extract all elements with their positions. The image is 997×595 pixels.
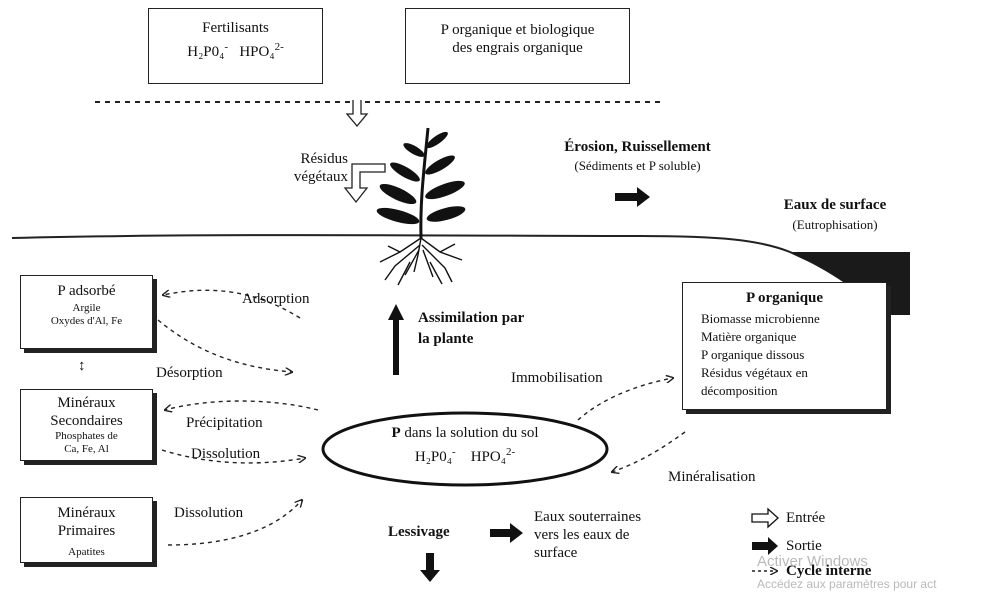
input-arrow-icon [345, 100, 369, 128]
surface-water-label: Eaux de surface (Eutrophisation) [760, 196, 910, 232]
ground-line [11, 234, 821, 267]
dissolution-secondary-label: Dissolution [191, 446, 261, 462]
windows-activation-watermark-title: Activer Windows [757, 553, 868, 570]
immobilisation-arrow [577, 378, 673, 421]
soil-solution-label: P dans la solution du sol H₂P0₄- HPO₄2- [335, 424, 595, 466]
immobilisation-label: Immobilisation [511, 370, 603, 386]
windows-activation-watermark-subtitle: Accédez aux paramètres pour act [757, 577, 937, 591]
p-organic-item: P organique dissous [701, 347, 805, 362]
p-organic-title: P organique [745, 290, 824, 306]
organic-inputs-box: P organique et biologique des engrais or… [405, 8, 630, 84]
assimilation-label: Assimilation par la plante [418, 310, 525, 347]
adsorption-arrow [163, 289, 301, 319]
surface-water-subtitle: (Eutrophisation) [792, 217, 878, 232]
p-organic-item: décomposition [701, 383, 778, 398]
p-adsorbed-title: P adsorbé [57, 283, 116, 299]
legend-sortie-label: Sortie [786, 538, 822, 554]
groundwater-label: Eaux souterraines vers les eaux de surfa… [534, 509, 642, 561]
soil-solution-formulas: H₂P0₄- HPO₄2- [414, 446, 516, 465]
p-adsorbed-box: P adsorbé Argile Oxydes d'Al, Fe [20, 275, 153, 349]
roots-icon [379, 237, 463, 286]
p-organic-item: Résidus végétaux en [701, 365, 808, 380]
dissolution-primary-arrow [167, 500, 302, 546]
p-organic-item: Biomasse microbienne [701, 311, 820, 326]
organic-inputs-line2: des engrais organique [452, 40, 583, 56]
erosion-subtitle: (Sédiments et P soluble) [574, 158, 701, 173]
erosion-label: Érosion, Ruissellement (Sédiments et P s… [535, 138, 740, 173]
precipitation-label: Précipitation [186, 415, 263, 431]
surface-water-title: Eaux de surface [783, 197, 887, 213]
p-organic-box: P organique Biomasse microbienne Matière… [682, 282, 887, 410]
legend-entree-label: Entrée [786, 510, 826, 526]
soil-solution-title: P dans la solution du sol [391, 425, 539, 441]
lessivage-label: Lessivage [388, 524, 450, 540]
mineralisation-arrow [612, 431, 686, 472]
erosion-out-arrow-icon [615, 187, 650, 207]
fertilisants-title: Fertilisants [202, 20, 269, 36]
erosion-title: Érosion, Ruissellement [564, 139, 711, 155]
fertilisants-box: Fertilisants H₂P0₄- HPO₄2- [148, 8, 323, 84]
lessivage-down-arrow-icon [420, 553, 440, 582]
legend-sortie-arrow-icon [752, 537, 778, 555]
lessivage-right-arrow-icon [490, 523, 523, 543]
desorption-label: Désorption [156, 365, 223, 381]
secondary-minerals-box: Minéraux Secondaires Phosphates de Ca, F… [20, 389, 153, 461]
primary-minerals-box: Minéraux Primaires Apatites [20, 497, 153, 563]
precipitation-arrow [165, 400, 319, 410]
legend-cycle-label: Cycle interne [786, 563, 872, 579]
fertilisants-formulas: H₂P0₄- HPO₄2- [187, 41, 284, 60]
adsorption-label: Adsorption [242, 291, 310, 307]
mineralisation-label: Minéralisation [668, 469, 756, 485]
desorption-arrow [157, 319, 292, 372]
dissolution-secondary-arrow [161, 449, 305, 464]
legend-entree-arrow-icon [751, 507, 779, 529]
organic-inputs-line1: P organique et biologique [440, 22, 595, 38]
dissolution-primary-label: Dissolution [174, 505, 244, 521]
residus-arrow-icon [343, 163, 386, 204]
plant-icon [376, 127, 466, 239]
soil-solution-ellipse [321, 411, 609, 487]
residus-label: Résidus végétaux [293, 151, 348, 185]
assimilation-arrow-icon [388, 304, 404, 375]
p-organic-item: Matière organique [701, 329, 797, 344]
double-arrow-icon: ↕ [78, 358, 86, 374]
